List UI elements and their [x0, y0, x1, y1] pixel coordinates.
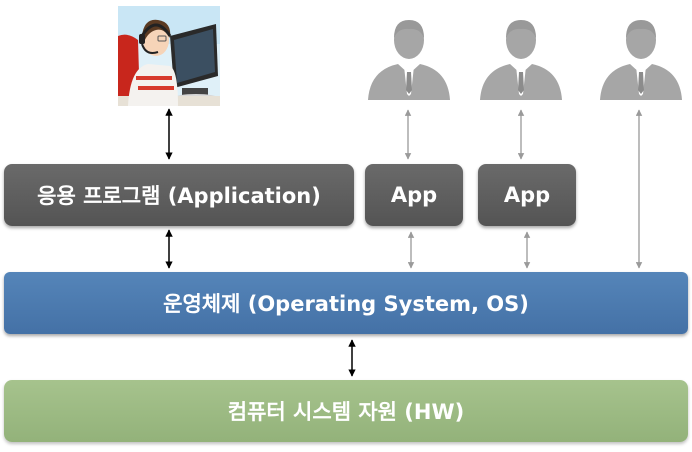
application-layer-box: 응용 프로그램 (Application)	[4, 164, 354, 226]
app-box-2-label: App	[503, 183, 551, 207]
app-box-2: App	[478, 164, 576, 226]
hardware-layer-box: 컴퓨터 시스템 자원 (HW)	[4, 380, 688, 442]
user-silhouette-icon	[600, 20, 682, 100]
application-layer-label: 응용 프로그램 (Application)	[37, 184, 321, 208]
app-box-1: App	[365, 164, 463, 226]
user-silhouette-icon	[480, 20, 562, 100]
app-box-1-label: App	[390, 183, 438, 207]
operating-system-layer-box: 운영체제 (Operating System, OS)	[4, 272, 688, 334]
hardware-layer-label: 컴퓨터 시스템 자원 (HW)	[227, 400, 465, 424]
operating-system-layer-label: 운영체제 (Operating System, OS)	[163, 292, 529, 316]
operator-at-computer-icon	[118, 6, 220, 106]
user-silhouette-icon	[368, 20, 450, 100]
